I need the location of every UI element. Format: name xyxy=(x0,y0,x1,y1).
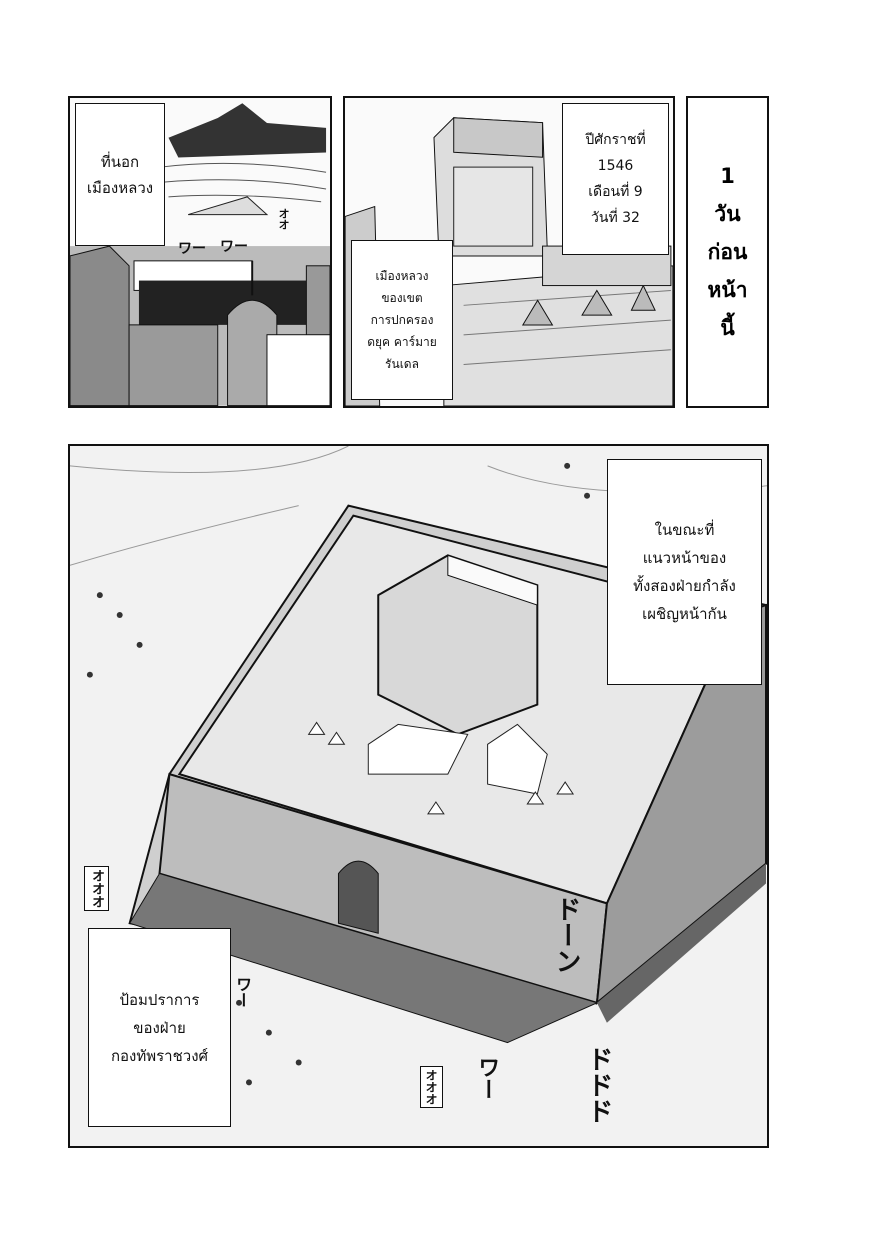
panel-fortress: オオオ オオオ ドーン ドドド ワー ワー ในขณะที่ แนวหน้าขอ… xyxy=(68,444,769,1148)
caption-line: 1 xyxy=(720,164,735,188)
caption-box-fort: ป้อมปราการ ของฝ่าย กองทัพราชวงศ์ xyxy=(88,928,231,1127)
panel-capital-city: เมืองหลวง ของเขต การปกครอง ดยุค คาร์มาย … xyxy=(343,96,675,408)
caption-line: ที่นอก xyxy=(100,152,140,171)
caption-line: เดือนที่ 9 xyxy=(588,184,643,200)
caption-line: นี้ xyxy=(720,316,735,340)
caption-box: ที่นอก เมืองหลวง xyxy=(75,103,165,246)
caption-box-place: เมืองหลวง ของเขต การปกครอง ดยุค คาร์มาย … xyxy=(351,240,453,400)
caption-line: ของเขต xyxy=(381,291,423,305)
caption-line: เผชิญหน้ากัน xyxy=(642,605,727,623)
panel-outside-capital: ワー ワー オオ ที่นอก เมืองหลวง xyxy=(68,96,332,408)
caption-line: 1546 xyxy=(597,158,634,174)
fortress-artwork xyxy=(70,446,767,1146)
caption-line: เมืองหลวง xyxy=(375,269,429,283)
caption-line: เมืองหลวง xyxy=(86,178,154,197)
caption-line: ดยุค คาร์มาย xyxy=(367,335,437,349)
caption-line: หน้า xyxy=(707,278,748,302)
caption-line: ป้อมปราการ xyxy=(119,990,200,1009)
sfx-text: ワー xyxy=(233,976,252,1008)
caption-line: กองทัพราชวงศ์ xyxy=(110,1046,209,1065)
caption-line: รันเดล xyxy=(385,357,419,371)
caption-line: วันที่ 32 xyxy=(591,210,640,226)
sfx-text: オオオ xyxy=(84,866,109,911)
outside-capital-artwork xyxy=(70,98,330,406)
caption-line: ในขณะที่ xyxy=(654,521,715,539)
sfx-text: ワー xyxy=(474,1056,499,1100)
sfx-text: ワー xyxy=(220,239,248,255)
caption-line: การปกครอง xyxy=(370,313,434,327)
sfx-text: オオ xyxy=(277,208,290,230)
caption-line: ทั้งสองฝ่ายกำลัง xyxy=(633,577,736,595)
caption-line: วัน xyxy=(714,202,741,226)
sfx-text: オオオ xyxy=(420,1066,443,1108)
sfx-text: ワー xyxy=(178,241,206,257)
sfx-text: ドドド xyxy=(583,1046,613,1124)
caption-box-date: ปีศักราชที่ 1546 เดือนที่ 9 วันที่ 32 xyxy=(562,103,669,255)
caption-line: ของฝ่าย xyxy=(133,1018,186,1037)
caption-line: ก่อน xyxy=(707,240,748,264)
caption-box-front: ในขณะที่ แนวหน้าของ ทั้งสองฝ่ายกำลัง เผช… xyxy=(607,459,762,685)
caption-line: ปีศักราชที่ xyxy=(585,132,646,148)
panel-time-marker: 1 วัน ก่อน หน้า นี้ xyxy=(686,96,769,408)
caption-line: แนวหน้าของ xyxy=(642,549,727,567)
sfx-text: ドーン xyxy=(551,896,581,974)
